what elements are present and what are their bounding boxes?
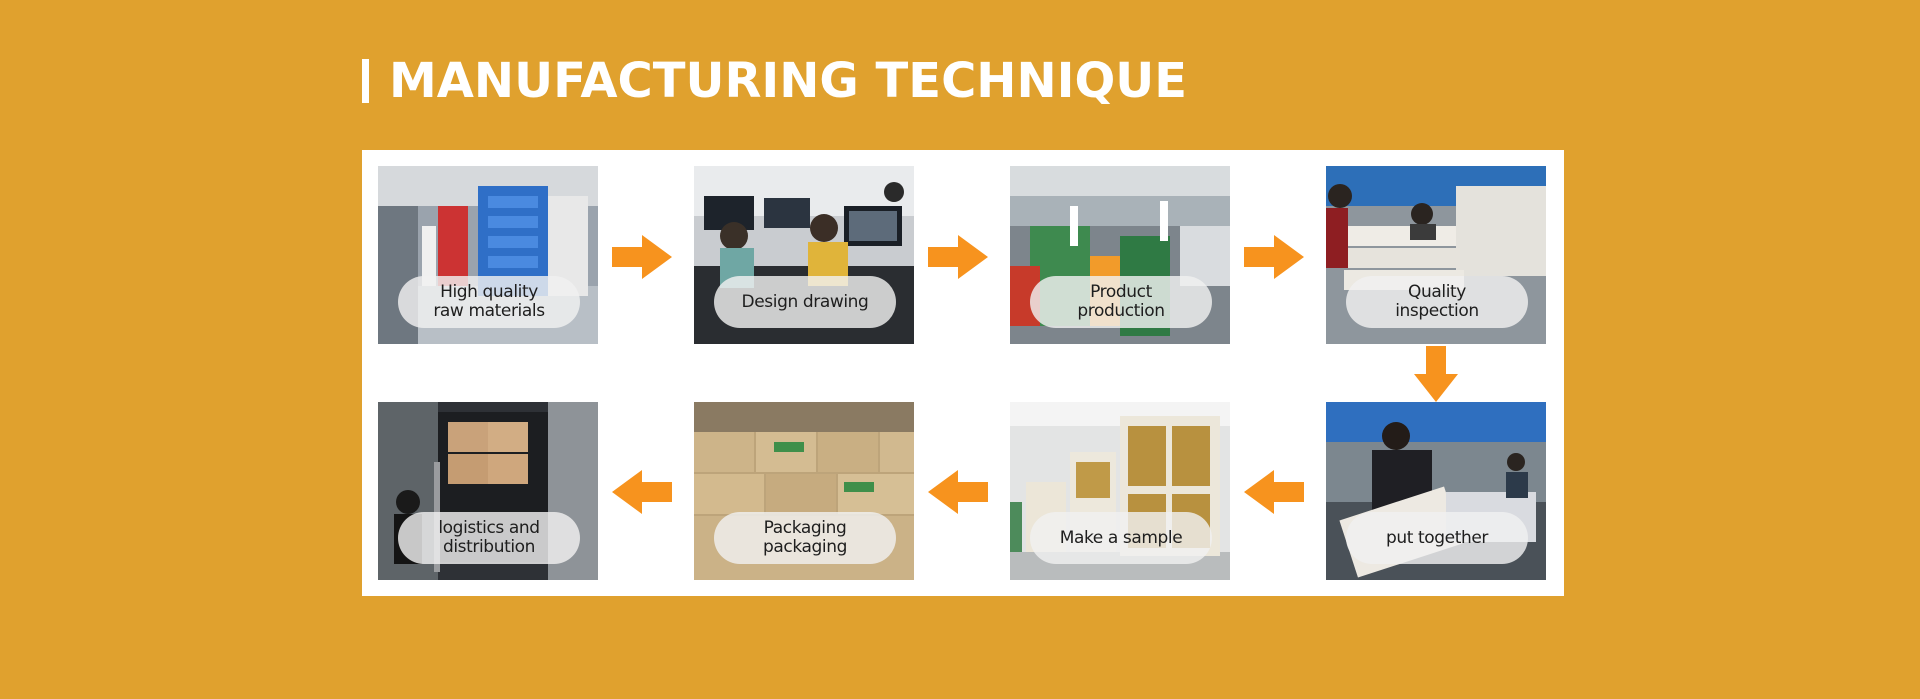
step-label: High quality raw materials: [398, 276, 580, 328]
step-product-production: Product production: [1010, 166, 1230, 344]
page-title: MANUFACTURING TECHNIQUE: [389, 53, 1188, 109]
step-label: Make a sample: [1030, 512, 1212, 564]
arrow-right-icon: [612, 235, 672, 279]
arrow-right-icon: [1244, 235, 1304, 279]
step-label: Product production: [1030, 276, 1212, 328]
step-label: put together: [1346, 512, 1528, 564]
step-quality-inspection: Quality inspection: [1326, 166, 1546, 344]
arrow-left-icon: [612, 470, 672, 514]
step-logistics: logistics and distribution: [378, 402, 598, 580]
step-label: Design drawing: [714, 276, 896, 328]
step-label: Packaging packaging: [714, 512, 896, 564]
step-label: logistics and distribution: [398, 512, 580, 564]
arrow-down-icon: [1414, 346, 1458, 402]
heading-accent-bar: [362, 59, 369, 103]
page-heading: MANUFACTURING TECHNIQUE: [362, 54, 1187, 108]
step-packaging: Packaging packaging: [694, 402, 914, 580]
step-label: Quality inspection: [1346, 276, 1528, 328]
step-make-sample: Make a sample: [1010, 402, 1230, 580]
arrow-left-icon: [928, 470, 988, 514]
arrow-left-icon: [1244, 470, 1304, 514]
step-put-together: put together: [1326, 402, 1546, 580]
step-raw-materials: High quality raw materials: [378, 166, 598, 344]
step-design-drawing: Design drawing: [694, 166, 914, 344]
process-flow-panel: High quality raw materials Design drawin…: [362, 150, 1564, 596]
arrow-right-icon: [928, 235, 988, 279]
